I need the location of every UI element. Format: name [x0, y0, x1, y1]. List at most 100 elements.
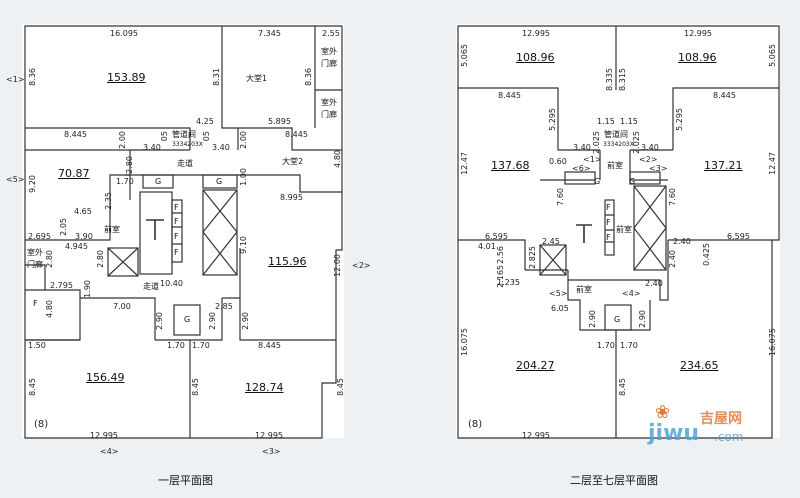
letter-f-5: F [33, 299, 38, 308]
dim2-12995b: 12.995 [684, 29, 712, 38]
dim2-6595b: 6.595 [727, 232, 750, 241]
area-115-96: 115.96 [268, 255, 307, 268]
room2-front-2: 前室 [616, 225, 632, 234]
dim-2795: 2.795 [50, 281, 73, 290]
letter-g-2: G [216, 177, 223, 186]
dim2-115a: 1.15 [597, 117, 615, 126]
dim-831: 8.31 [212, 68, 221, 86]
dim-255: 2.55 [322, 29, 340, 38]
dim2-845: 8.45 [618, 378, 627, 396]
area-153-89: 153.89 [107, 71, 146, 84]
dim2-8445a: 8.445 [498, 91, 521, 100]
dim-425: 4.25 [196, 117, 214, 126]
watermark-domain: .com [714, 430, 744, 444]
letter2-g-3: G [614, 315, 621, 324]
dim-340b: 3.40 [212, 143, 230, 152]
marker2-6: <6> [572, 164, 591, 173]
dim2-5295b: 5.295 [675, 108, 684, 131]
dim-8445b: 8.445 [285, 130, 308, 139]
area-70-87: 70.87 [58, 167, 90, 180]
dim2-240b: 2.40 [668, 250, 677, 268]
area-128-74: 128.74 [245, 381, 284, 394]
dim2-8335: 8.335 [605, 68, 614, 91]
dim-12995a: 12.995 [90, 431, 118, 440]
area2-137-68: 137.68 [491, 159, 530, 172]
marker-5: <5> [6, 175, 25, 184]
dim-200a: 2.00 [118, 131, 127, 149]
room-porch3-b: 门廊 [27, 260, 43, 269]
room-hall-1: 大堂1 [246, 74, 268, 83]
room-pipe-code: 3334203X [172, 141, 203, 148]
room-porch2-a: 室外 [321, 98, 337, 107]
letter-f-4: F [174, 248, 179, 257]
room-porch3-a: 室外 [27, 248, 43, 257]
dim2-256: 2.56 [496, 246, 505, 264]
dim-205: 2.05 [59, 218, 68, 236]
marker-4: <4> [100, 447, 119, 456]
dim2-240a: 2.40 [673, 237, 691, 246]
marker2-4: <4> [622, 289, 641, 298]
dim2-170a: 1.70 [597, 341, 615, 350]
dim2-060: 0.60 [549, 157, 567, 166]
dim2-290a: 2.90 [588, 310, 597, 328]
letter2-g-1: G [594, 177, 601, 186]
dim2-760a: 7.60 [556, 188, 565, 206]
dim2-2025b: 2.025 [632, 131, 641, 154]
room2-pipe-code: 3334203X [603, 141, 634, 148]
room2-pipe-well: 管道间 [604, 130, 628, 139]
dim-05b: 05 [202, 131, 211, 142]
marker2-5: <5> [549, 289, 568, 298]
dim2-760b: 7.60 [668, 188, 677, 206]
dim-280c: 2.80 [96, 250, 105, 268]
dim-7345: 7.345 [258, 29, 281, 38]
dim-150: 1.50 [28, 341, 46, 350]
dim-05a: 05 [160, 131, 169, 142]
dim-290c: 2.90 [241, 312, 250, 330]
area2-108-96a: 108.96 [516, 51, 555, 64]
dim-480b: 4.80 [45, 300, 54, 318]
letter-f-3: F [174, 232, 179, 241]
letter-g-3: G [184, 315, 191, 324]
dim2-0425: 0.425 [702, 243, 711, 266]
letter2-f-3: F [606, 233, 611, 242]
dim-8995: 8.995 [280, 193, 303, 202]
dim-845c: 8.45 [336, 378, 345, 396]
dim-290b: 2.90 [208, 312, 217, 330]
dim2-170b: 1.70 [620, 341, 638, 350]
dim-290a: 2.90 [155, 312, 164, 330]
dim-465: 4.65 [74, 207, 92, 216]
dim-170b: 1.70 [167, 341, 185, 350]
dim2-16075b: 16.075 [768, 328, 777, 356]
dim-480a: 4.80 [333, 150, 342, 168]
dim2-5295a: 5.295 [548, 108, 557, 131]
dim-280b: 2.80 [45, 250, 54, 268]
dim-836b: 8.36 [304, 68, 313, 86]
dim-390: 3.90 [75, 232, 93, 241]
dim-920: 9.20 [28, 175, 37, 193]
dim2-1247b: 12.47 [768, 152, 777, 175]
dim-12995b: 12.995 [255, 431, 283, 440]
area2-137-21: 137.21 [704, 159, 743, 172]
dim-910: 9.10 [239, 236, 248, 254]
dim2-12995a: 12.995 [522, 29, 550, 38]
watermark-logo-icon: ❀ [655, 402, 671, 423]
letter-f-2: F [174, 217, 179, 226]
dim2-245: 2.45 [542, 237, 560, 246]
room-corridor-bottom: 走道 [143, 282, 159, 291]
dim2-5065b: 5.065 [768, 44, 777, 67]
dim-836a: 8.36 [28, 68, 37, 86]
marker-2: <2> [352, 261, 371, 270]
letter-g-1: G [155, 177, 162, 186]
marker-8: (8) [34, 419, 49, 430]
area2-204-27: 204.27 [516, 359, 555, 372]
dim2-8315: 8.315 [618, 68, 627, 91]
plan1-title: 一层平面图 [158, 474, 213, 487]
dim2-401: 4.01 [478, 242, 496, 251]
room2-front-3: 前室 [576, 285, 592, 294]
room-porch2-b: 门廊 [321, 110, 337, 119]
room-hall-2: 大堂2 [282, 157, 304, 166]
marker2-8: (8) [468, 419, 483, 430]
letter2-f-2: F [606, 218, 611, 227]
dim-845b: 8.45 [191, 378, 200, 396]
dim2-115b: 1.15 [620, 117, 638, 126]
